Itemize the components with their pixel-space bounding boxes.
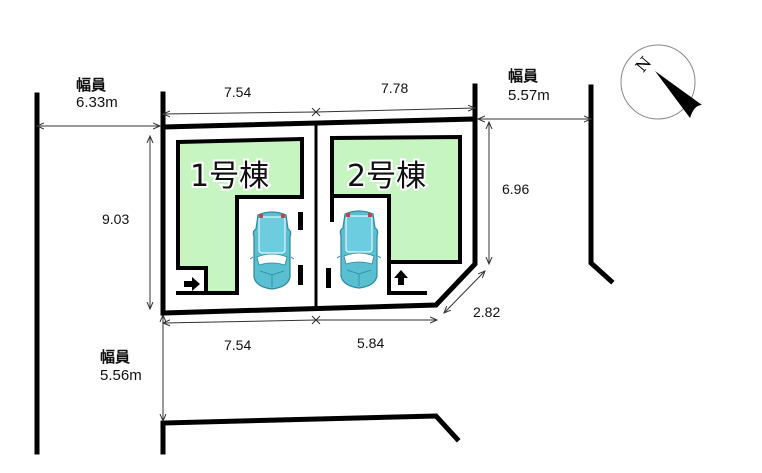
parking-line — [326, 268, 331, 288]
dim-top-tick — [311, 107, 321, 117]
parking-line — [298, 265, 303, 285]
dim-bottom-right: 5.84 — [357, 335, 384, 351]
car-icon — [249, 211, 295, 290]
road-west-label: 幅員 — [76, 76, 106, 94]
road-east-width: 5.57m — [508, 87, 550, 104]
road-west-width: 6.33m — [76, 94, 118, 111]
road-west: 幅員 6.33m — [34, 76, 160, 455]
lot-1-label: 1号棟 — [190, 159, 269, 194]
road-east-edge — [588, 84, 615, 285]
lot-1-building — [176, 136, 304, 295]
road-south: 幅員 5.56m — [100, 315, 461, 455]
dim-corner-cut: 2.82 — [473, 304, 500, 320]
north-arrow-icon — [655, 71, 702, 118]
parking-line — [298, 212, 303, 230]
arrow-right-icon — [184, 277, 200, 291]
dim-top-left: 7.54 — [224, 84, 251, 100]
dim-right-side: 6.96 — [502, 181, 529, 197]
road-east-label: 幅員 — [508, 67, 538, 85]
dim-bottom-tick — [311, 315, 321, 325]
dim-top-left-line — [163, 112, 317, 114]
road-south-edge — [160, 413, 461, 455]
lot-2[interactable]: 2号棟 — [326, 134, 462, 295]
road-east: 幅員 5.57m — [472, 67, 615, 285]
dim-top-right: 7.78 — [381, 80, 408, 96]
dim-top-right-line — [315, 108, 475, 113]
arrow-up-icon — [394, 270, 408, 285]
lot-1[interactable]: 1号棟 — [176, 136, 304, 295]
dim-left-side: 9.03 — [102, 211, 129, 227]
road-south-label: 幅員 — [100, 348, 130, 366]
compass-ring — [620, 44, 696, 120]
lot-2-fence — [387, 260, 427, 295]
car-icon — [336, 210, 382, 289]
lot-2-label: 2号棟 — [347, 159, 426, 194]
lot-boundary — [160, 116, 478, 316]
road-south-width: 5.56m — [100, 367, 142, 384]
dim-bottom-left-line — [163, 320, 317, 323]
compass: N — [620, 44, 702, 120]
dim-bottom-left: 7.54 — [224, 337, 251, 353]
dim-corner-line — [444, 271, 485, 313]
